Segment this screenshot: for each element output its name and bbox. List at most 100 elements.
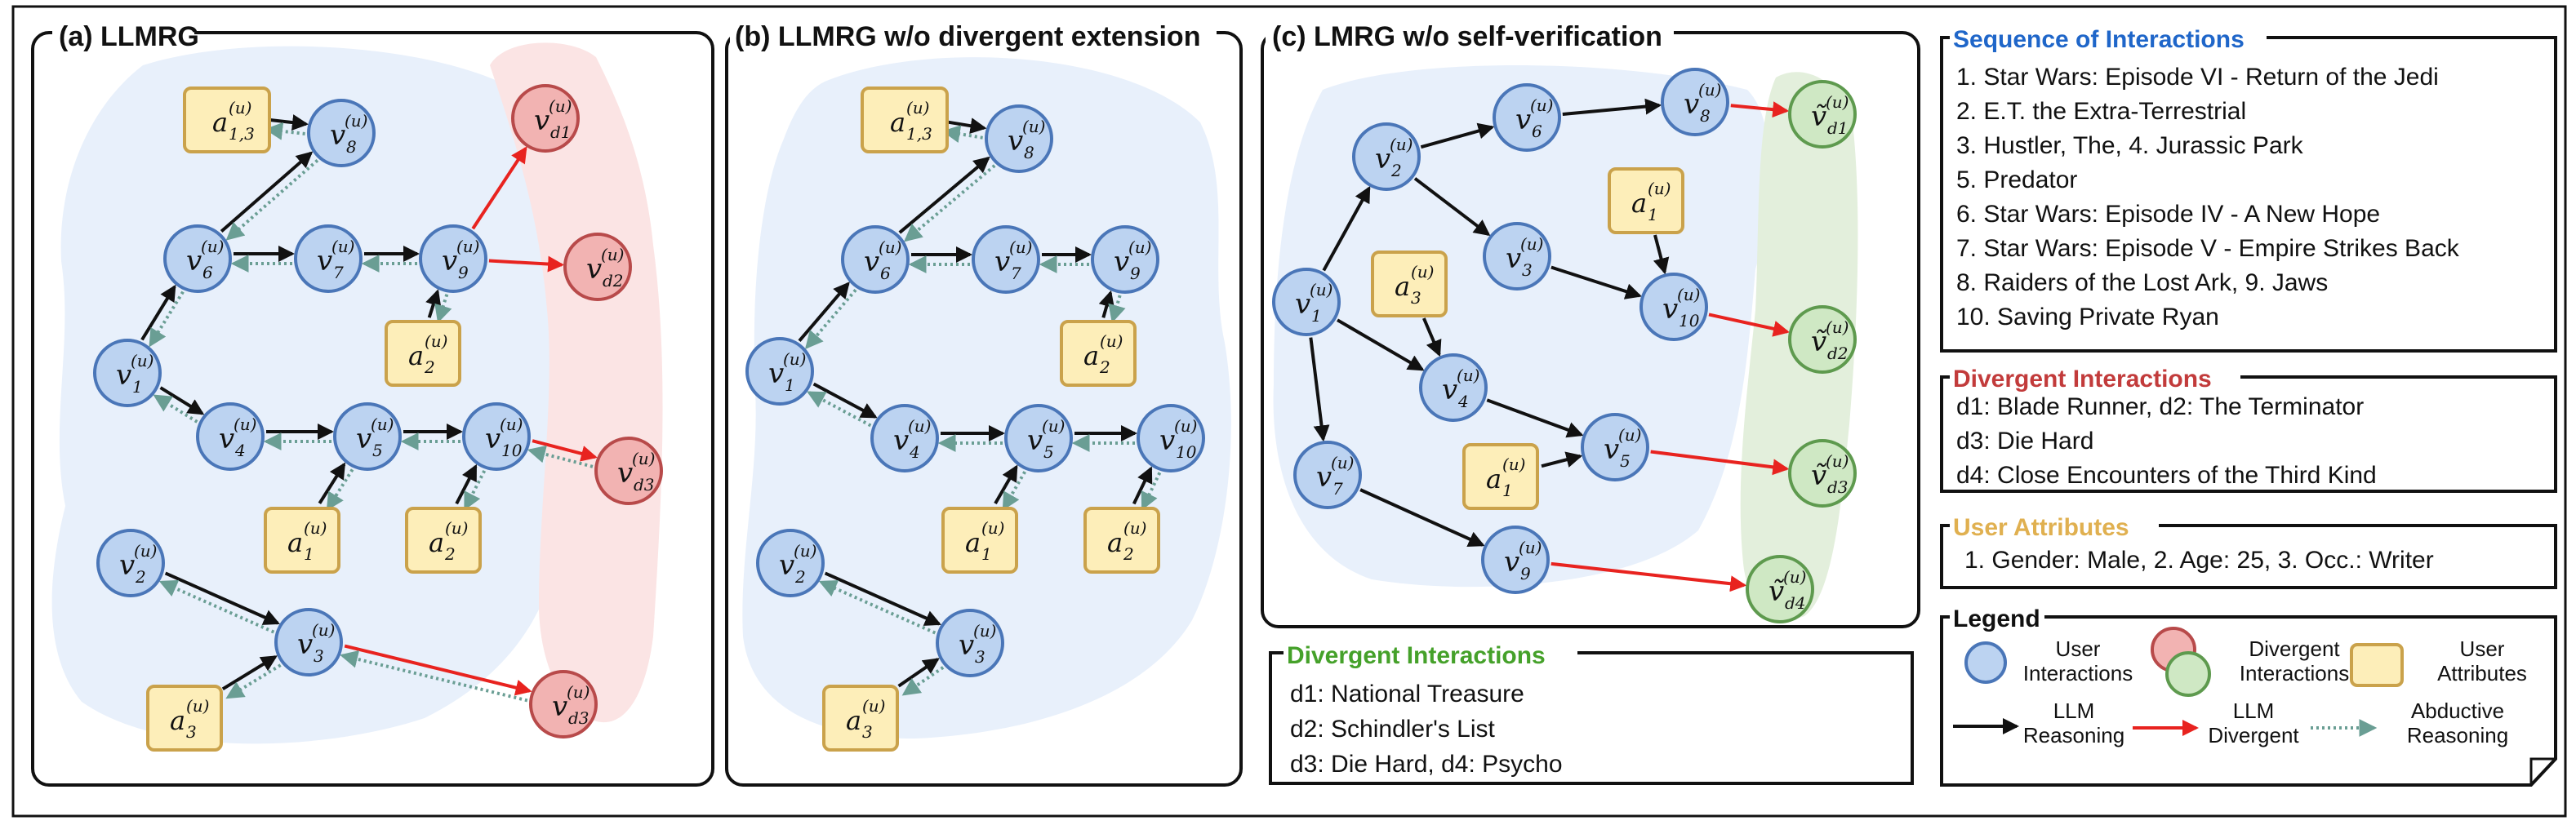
node-symbol: a (408, 340, 424, 371)
llm-reasoning-arrow (1132, 466, 1153, 505)
node-symbol: v (779, 549, 794, 582)
user-interaction-node-v4: v(u)4 (1419, 353, 1488, 422)
node-circle (462, 402, 531, 471)
node-superscript: (u) (345, 111, 368, 131)
legend-reasoning-label: LLM (2053, 699, 2095, 723)
node-superscript: (u) (1520, 234, 1544, 254)
node-superscript: (u) (371, 415, 394, 434)
node-symbol: v (485, 423, 501, 455)
node-superscript: (u) (879, 237, 902, 257)
node-circle (511, 84, 580, 153)
node-symbol: v (768, 357, 784, 390)
abductive-reasoning-arrow (1002, 471, 1026, 511)
panel-c-divergent-title: Divergent Interactions (1287, 642, 1546, 669)
llm-divergent-arrow (1730, 101, 1790, 118)
node-superscript: (u) (445, 518, 469, 538)
node-circle (756, 529, 825, 597)
user-interaction-node-v2: v(u)2 (1352, 122, 1421, 191)
node-superscript: (u) (456, 237, 480, 256)
attribute-box (822, 685, 899, 752)
llm-reasoning-arrow (1550, 265, 1642, 299)
node-circle (1483, 222, 1551, 291)
node-symbol: a (846, 705, 861, 736)
node-circle (1788, 80, 1857, 149)
node-subscript: 3 (314, 646, 324, 666)
attribute-node-a2t: a(u)2 (1060, 320, 1137, 387)
node-subscript: 2 (424, 357, 435, 377)
divergent-node-d3a: v(u)d3 (594, 437, 663, 505)
attribute-box (183, 86, 271, 153)
divergent-node-d3: ṽ(u)d3 (1788, 439, 1857, 508)
llm-reasoning-arrow (1486, 398, 1584, 438)
abductive-reasoning-arrow (149, 291, 185, 348)
node-subscript: 8 (1700, 106, 1711, 126)
divergent-node-d2: v(u)d2 (563, 233, 632, 301)
node-circle (1788, 439, 1857, 508)
node-subscript: 6 (880, 264, 891, 283)
node-symbol: v (534, 104, 549, 137)
node-subscript: d3 (1827, 477, 1849, 497)
node-symbol: v (1159, 424, 1175, 457)
node-superscript: (u) (1698, 80, 1722, 100)
attribute-node-a1t: a(u)1 (1608, 167, 1684, 234)
node-symbol: v (1684, 88, 1699, 121)
llm-reasoning-arrow (220, 151, 314, 233)
panel-c-divergent-item: d2: Schindler's List (1290, 716, 1496, 743)
abductive-reasoning-arrow (153, 394, 198, 424)
attribute-node-a1: a(u)1 (264, 507, 340, 574)
node-subscript: 2 (444, 544, 456, 564)
node-circle (563, 233, 632, 301)
attribute-node-a13: a(u)1,3 (861, 86, 949, 153)
panel-b-title-bg (730, 20, 1217, 52)
node-superscript: (u) (1502, 455, 1526, 474)
attribute-node-a1: a(u)1 (941, 507, 1018, 574)
legend-divergent-arrow-label: Divergent (2208, 723, 2299, 747)
llm-reasoning-arrow (1653, 234, 1670, 275)
legend-abductive-label: Abductive (2411, 699, 2504, 723)
node-symbol: a (890, 107, 905, 138)
llm-reasoning-arrow (945, 118, 987, 135)
legend-divergent-label: Interactions (2240, 661, 2349, 685)
panel-c-divergent-item: d3: Die Hard, d4: Psycho (1290, 751, 1563, 778)
node-circle (1272, 268, 1341, 336)
node-symbol: v (1316, 461, 1332, 494)
node-subscript: 5 (1043, 442, 1054, 462)
node-superscript: (u) (601, 245, 625, 264)
user-interaction-node-v3: v(u)3 (1483, 222, 1551, 291)
legend-box: Legend User Interactions Divergent Inter… (1940, 604, 2557, 787)
node-circle (1091, 225, 1159, 294)
user-interaction-node-v9: v(u)9 (419, 224, 487, 293)
node-circle (307, 99, 376, 167)
user-interaction-node-v1: v(u)1 (745, 337, 814, 406)
node-subscript: 9 (1520, 564, 1531, 583)
node-symbol: a (1395, 271, 1410, 302)
node-symbol: v (186, 245, 202, 277)
node-subscript: 1 (304, 544, 314, 564)
legend-abductive-label: Reasoning (2407, 723, 2508, 747)
node-circle (745, 337, 814, 406)
llm-reasoning-arrow (1098, 290, 1115, 318)
node-symbol: ṽ (1811, 326, 1827, 358)
legend-page-fold (2529, 757, 2556, 785)
attribute-node-a1b: a(u)1 (1462, 443, 1539, 510)
node-superscript: (u) (1826, 92, 1849, 112)
node-circle (1419, 353, 1488, 422)
legend-attribute-label: Attributes (2437, 661, 2527, 685)
node-superscript: (u) (632, 449, 656, 468)
llm-reasoning-arrow (1309, 337, 1330, 442)
abductive-reasoning-arrow (904, 164, 996, 242)
attribute-box (1083, 507, 1160, 574)
node-subscript: d4 (1785, 593, 1806, 613)
node-circle (1661, 68, 1729, 136)
node-subscript: 1,3 (906, 124, 932, 144)
node-subscript: d1 (1827, 118, 1849, 138)
node-symbol: v (317, 245, 332, 277)
attribute-box (1462, 443, 1539, 510)
legend-reasoning-label: Reasoning (2023, 723, 2124, 747)
node-superscript: (u) (331, 237, 355, 256)
node-superscript: (u) (229, 98, 252, 118)
attribute-node-a2b: a(u)2 (405, 507, 482, 574)
node-superscript: (u) (1310, 280, 1333, 299)
llm-reasoning-arrow (1336, 318, 1425, 371)
